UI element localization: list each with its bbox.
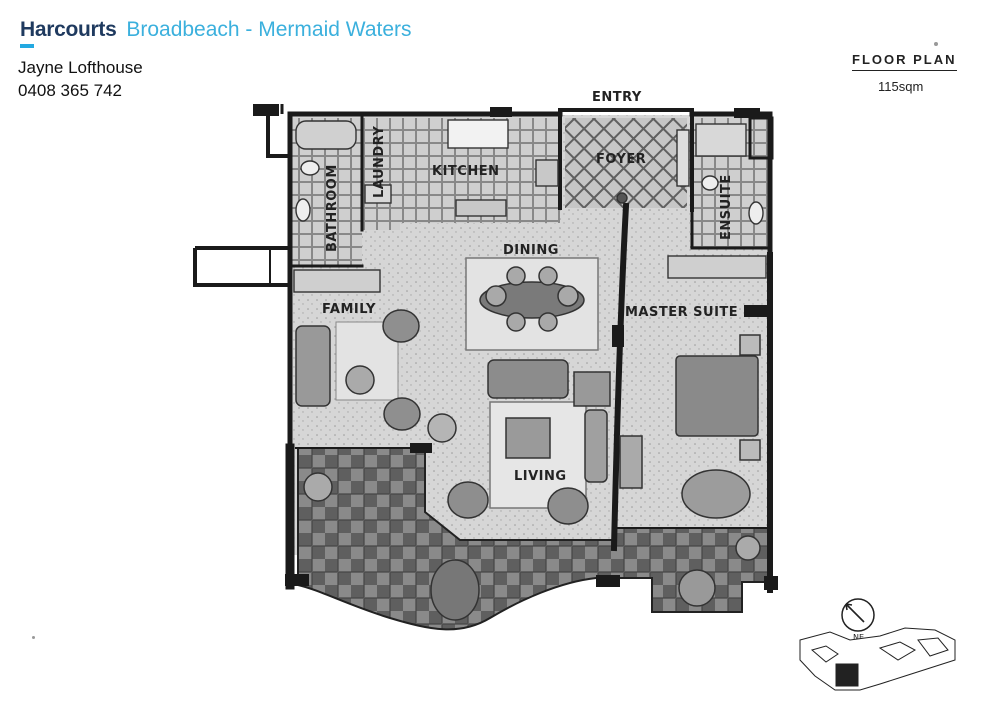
- dining-table: [479, 281, 585, 319]
- bathtub: [295, 120, 357, 150]
- floor-plan-area: 115sqm: [878, 79, 924, 94]
- wardrobe: [667, 255, 767, 279]
- floor-plan-title: FLOOR PLAN: [852, 52, 957, 71]
- balcony-setting-left: [430, 559, 480, 621]
- scan-speck: [934, 42, 938, 46]
- agency-brand: Harcourts: [20, 18, 117, 41]
- agency-header: Harcourts Broadbeach - Mermaid Waters: [20, 18, 412, 42]
- label-bathroom: BATHROOM: [325, 164, 340, 252]
- bathroom-toilet: [300, 160, 320, 176]
- ensuite-basin: [748, 201, 764, 225]
- ensuite-shower: [695, 123, 747, 157]
- living-armchair-right: [547, 487, 589, 525]
- kitchen-bench: [447, 119, 509, 149]
- laundry-floor: [362, 118, 400, 230]
- compass: NE: [841, 598, 875, 642]
- bedside-bottom: [739, 439, 761, 461]
- plant-bedroom-balcony: [735, 535, 761, 561]
- label-foyer: FOYER: [596, 152, 646, 167]
- label-ensuite: ENSUITE: [719, 174, 734, 240]
- cooktop: [535, 159, 559, 187]
- bathroom-basin: [295, 198, 311, 222]
- foyer-floor: [565, 118, 687, 208]
- scan-speck: [32, 636, 35, 639]
- label-dining: DINING: [503, 243, 559, 258]
- ensuite-toilet: [701, 175, 719, 191]
- family-chair-bottom: [383, 397, 421, 431]
- site-key-plan: [799, 627, 956, 691]
- agency-office: Broadbeach - Mermaid Waters: [126, 18, 412, 41]
- family-sofa: [295, 325, 331, 407]
- laundry-tub: [364, 184, 392, 204]
- bedroom-desk: [619, 435, 643, 489]
- side-table: [573, 371, 611, 407]
- coffee-table: [505, 417, 551, 459]
- furniture: [295, 266, 761, 621]
- kitchen-sink: [455, 199, 507, 217]
- family-cabinet: [293, 269, 381, 293]
- label-laundry: LAUNDRY: [372, 126, 387, 198]
- compass-label: NE: [853, 633, 864, 642]
- living-armchair-left: [447, 481, 489, 519]
- compass-arrow-icon: [845, 603, 865, 623]
- label-kitchen: KITCHEN: [432, 164, 499, 179]
- bed: [675, 355, 759, 437]
- family-chair-top: [382, 309, 420, 343]
- fixtures: [293, 119, 767, 293]
- label-living: LIVING: [514, 469, 567, 484]
- label-family: FAMILY: [322, 302, 376, 317]
- wall-columns: [253, 104, 778, 590]
- plant-balcony: [303, 472, 333, 502]
- exterior-details: [193, 104, 774, 287]
- agent-name: Jayne Lofthouse: [18, 58, 143, 77]
- living-armchair-side: [584, 409, 608, 483]
- entry-column: [616, 192, 628, 204]
- balcony-setting-right: [678, 569, 716, 607]
- foyer-cabinet: [676, 129, 690, 187]
- agent-phone: 0408 365 742: [18, 81, 122, 100]
- family-table: [345, 365, 375, 395]
- site-key-unit: [835, 663, 859, 687]
- label-entry: ENTRY: [592, 90, 642, 105]
- balcony: [297, 447, 769, 631]
- brand-underline: [20, 44, 34, 48]
- bedroom-lounger: [681, 469, 751, 519]
- label-master-suite: MASTER SUITE: [625, 305, 738, 320]
- plant-living: [427, 413, 457, 443]
- bedside-top: [739, 334, 761, 356]
- living-sofa: [487, 359, 569, 399]
